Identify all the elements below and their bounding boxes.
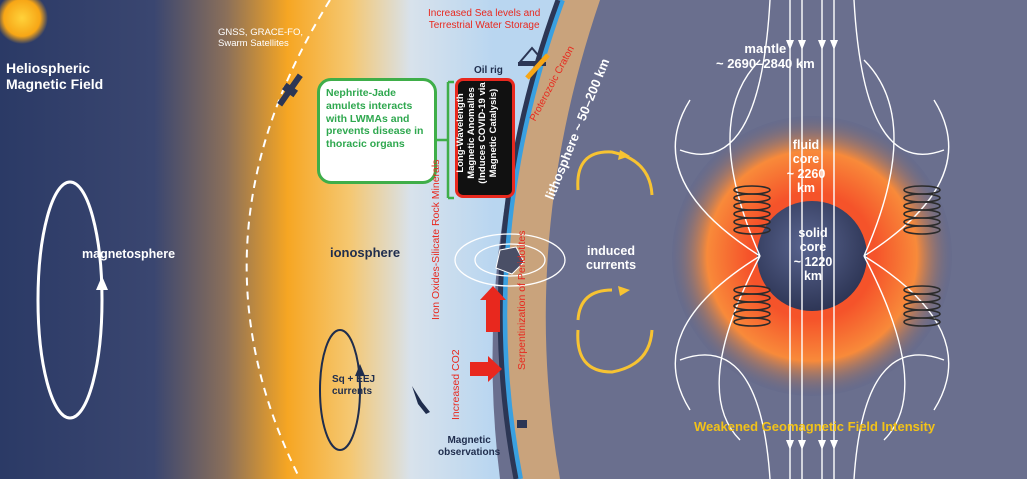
mantle-label: mantle ~ 2690–2840 km [716, 42, 815, 72]
serpentinization-label: Serpentinization of Peridotites [516, 231, 528, 371]
iron-oxides-label-line1: Iron Oxides-Silicate Rock Minerals [430, 160, 442, 320]
sq-eej-label: Sq + EEJ currents [332, 374, 375, 397]
increased-co2-label: Increased CO2 [450, 349, 462, 420]
sea-levels-label: Increased Sea levels and Terrestrial Wat… [428, 8, 540, 31]
ionosphere-label: ionosphere [330, 246, 400, 261]
co2-arrow-shaft [470, 362, 490, 376]
heliospheric-label: Heliospheric Magnetic Field [6, 60, 103, 92]
magnetosphere-label: magnetosphere [82, 247, 175, 261]
magnetic-observations-label: Magnetic observations [438, 435, 500, 458]
weakened-field-label: Weakened Geomagnetic Field Intensity [694, 420, 935, 435]
solid-core-label: solid core ~ 1220 km [790, 226, 836, 284]
jade-amulet-box: Nephrite-Jade amulets interacts with LWM… [317, 78, 437, 184]
serpentinization-arrow-shaft [486, 296, 500, 332]
lwma-label: Long-Wavelength Magnetic Anomalies (Indu… [456, 78, 500, 188]
oil-rig-label: Oil rig [474, 65, 503, 77]
induced-currents-label: induced currents [586, 244, 636, 273]
ship-icon [517, 420, 527, 428]
satellites-label: GNSS, GRACE-FO, Swarm Satellites [218, 28, 303, 50]
fluid-core-label: fluid core ~ 2260 km [766, 138, 846, 196]
